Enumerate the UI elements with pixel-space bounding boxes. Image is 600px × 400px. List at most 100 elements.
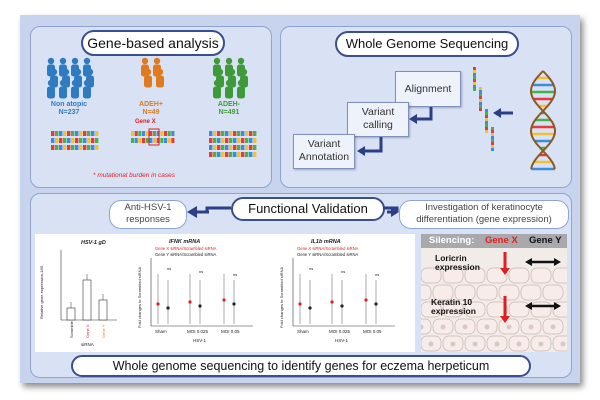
ifnk-legend-y: Gene Y siRNA/Scrambled siRNA bbox=[155, 252, 216, 257]
person-head bbox=[141, 57, 149, 65]
right-connector-head bbox=[391, 207, 399, 217]
alignment-step: Alignment bbox=[395, 71, 461, 107]
person-head bbox=[47, 57, 55, 65]
sequence-cell bbox=[171, 138, 175, 143]
person-head bbox=[240, 68, 248, 76]
read-segment bbox=[485, 112, 488, 115]
sequence-cell bbox=[233, 152, 237, 157]
person-head bbox=[71, 79, 79, 87]
skin-cell bbox=[486, 267, 508, 284]
person-head bbox=[153, 57, 161, 65]
skin-cell bbox=[486, 301, 508, 318]
sequence-cell bbox=[67, 138, 71, 143]
sequence-cell bbox=[233, 131, 237, 136]
ifnk-category-label: MOI 0.025 bbox=[187, 329, 209, 334]
person-head bbox=[225, 79, 233, 87]
sequence-cell bbox=[229, 152, 233, 157]
sequence-cell bbox=[145, 131, 149, 136]
skin-cell bbox=[464, 267, 486, 284]
group-label-adeh-plus: ADEH+ bbox=[139, 101, 163, 108]
person-body bbox=[71, 86, 79, 99]
hsv-bar bbox=[98, 299, 108, 321]
hsv-category-label: Gene Y bbox=[101, 324, 106, 338]
dna-arrow-head bbox=[493, 108, 501, 118]
sequence-cell bbox=[249, 145, 253, 150]
adeh-plus-people-icon bbox=[141, 57, 164, 88]
sequence-cell bbox=[253, 152, 257, 157]
sequence-cell bbox=[63, 138, 67, 143]
sequence-cell bbox=[237, 131, 241, 136]
sequence-cell bbox=[167, 138, 171, 143]
group-n-adeh-plus: N=49 bbox=[142, 109, 160, 116]
skin-cell bbox=[421, 301, 442, 318]
ifnk-point bbox=[232, 302, 236, 306]
person-head bbox=[83, 57, 91, 65]
right-connector bbox=[383, 206, 399, 212]
cell-nucleus bbox=[450, 341, 456, 347]
il1b-category-label: MOI 0.025 bbox=[329, 329, 351, 334]
sequence-cell bbox=[55, 138, 59, 143]
sequence-cell bbox=[241, 138, 245, 143]
sequence-cell bbox=[241, 131, 245, 136]
il1b-category-label: MOI 0.05 bbox=[363, 329, 382, 334]
il1b-chart-title: IL1b mRNA bbox=[311, 239, 341, 245]
gene-based-title: Gene-based analysis bbox=[81, 30, 225, 56]
sequence-cell bbox=[79, 145, 83, 150]
person-head bbox=[144, 68, 152, 76]
mutational-burden-footnote: * mutational burden in cases bbox=[93, 172, 176, 179]
hsv-bar bbox=[82, 279, 92, 321]
sequence-cell bbox=[153, 131, 157, 136]
person-head bbox=[86, 68, 94, 76]
sequence-cell bbox=[95, 138, 99, 143]
sequence-cell bbox=[71, 138, 75, 143]
silencing-label: Silencing: bbox=[429, 235, 475, 246]
cell-nucleus bbox=[538, 341, 544, 347]
sequence-cell bbox=[75, 131, 79, 136]
read-segment bbox=[491, 133, 494, 136]
il1b-ns-label: ns bbox=[341, 269, 345, 274]
read-segment bbox=[479, 105, 482, 108]
sequence-cell bbox=[241, 152, 245, 157]
anti-hsv-box: Anti-HSV-1 responses bbox=[109, 200, 187, 229]
skin-cell bbox=[530, 267, 552, 284]
read-segment bbox=[485, 127, 488, 130]
sequence-cell bbox=[75, 145, 79, 150]
no-change-arrow-left-2 bbox=[525, 302, 532, 310]
gene-x-label: Gene X bbox=[135, 119, 156, 125]
person-body bbox=[237, 86, 245, 99]
read-segment bbox=[473, 70, 476, 73]
silencing-header bbox=[421, 234, 567, 248]
sequence-cell bbox=[71, 145, 75, 150]
person-head bbox=[47, 79, 55, 87]
sequence-cell bbox=[245, 131, 249, 136]
step-arrow-1-head bbox=[409, 114, 417, 124]
hsv-chart-ylabel: Relative gene expression-18S bbox=[39, 265, 44, 319]
sequence-cell bbox=[160, 138, 164, 143]
sequence-cell bbox=[75, 138, 79, 143]
read-segment bbox=[479, 93, 482, 96]
sequence-cell bbox=[59, 138, 63, 143]
no-change-arrow-right-1 bbox=[554, 258, 561, 266]
sequence-cell bbox=[156, 138, 160, 143]
non-atopic-people-icon bbox=[47, 57, 94, 99]
person-head bbox=[237, 57, 245, 65]
il1b-point bbox=[340, 304, 344, 308]
ifnk-point bbox=[198, 304, 202, 308]
sequence-cell bbox=[225, 145, 229, 150]
read-segment bbox=[485, 121, 488, 124]
ifnk-point bbox=[222, 298, 226, 302]
sequence-cell bbox=[237, 145, 241, 150]
sequence-cell bbox=[83, 131, 87, 136]
read-segment bbox=[473, 88, 476, 91]
ifnk-ns-label: ns bbox=[199, 269, 203, 274]
dna-helix-icon bbox=[529, 70, 557, 171]
sequence-cell bbox=[55, 145, 59, 150]
read-segment bbox=[491, 145, 494, 148]
sequence-cell bbox=[233, 145, 237, 150]
ifnk-chart-ylabel: Fold changes to Scrambled siRNA bbox=[137, 267, 142, 328]
sequence-cell bbox=[225, 131, 229, 136]
il1b-ns-label: ns bbox=[309, 266, 313, 271]
hsv-category-label: Gene X bbox=[85, 324, 90, 338]
variant-annotation-step: Variant Annotation bbox=[293, 134, 355, 169]
